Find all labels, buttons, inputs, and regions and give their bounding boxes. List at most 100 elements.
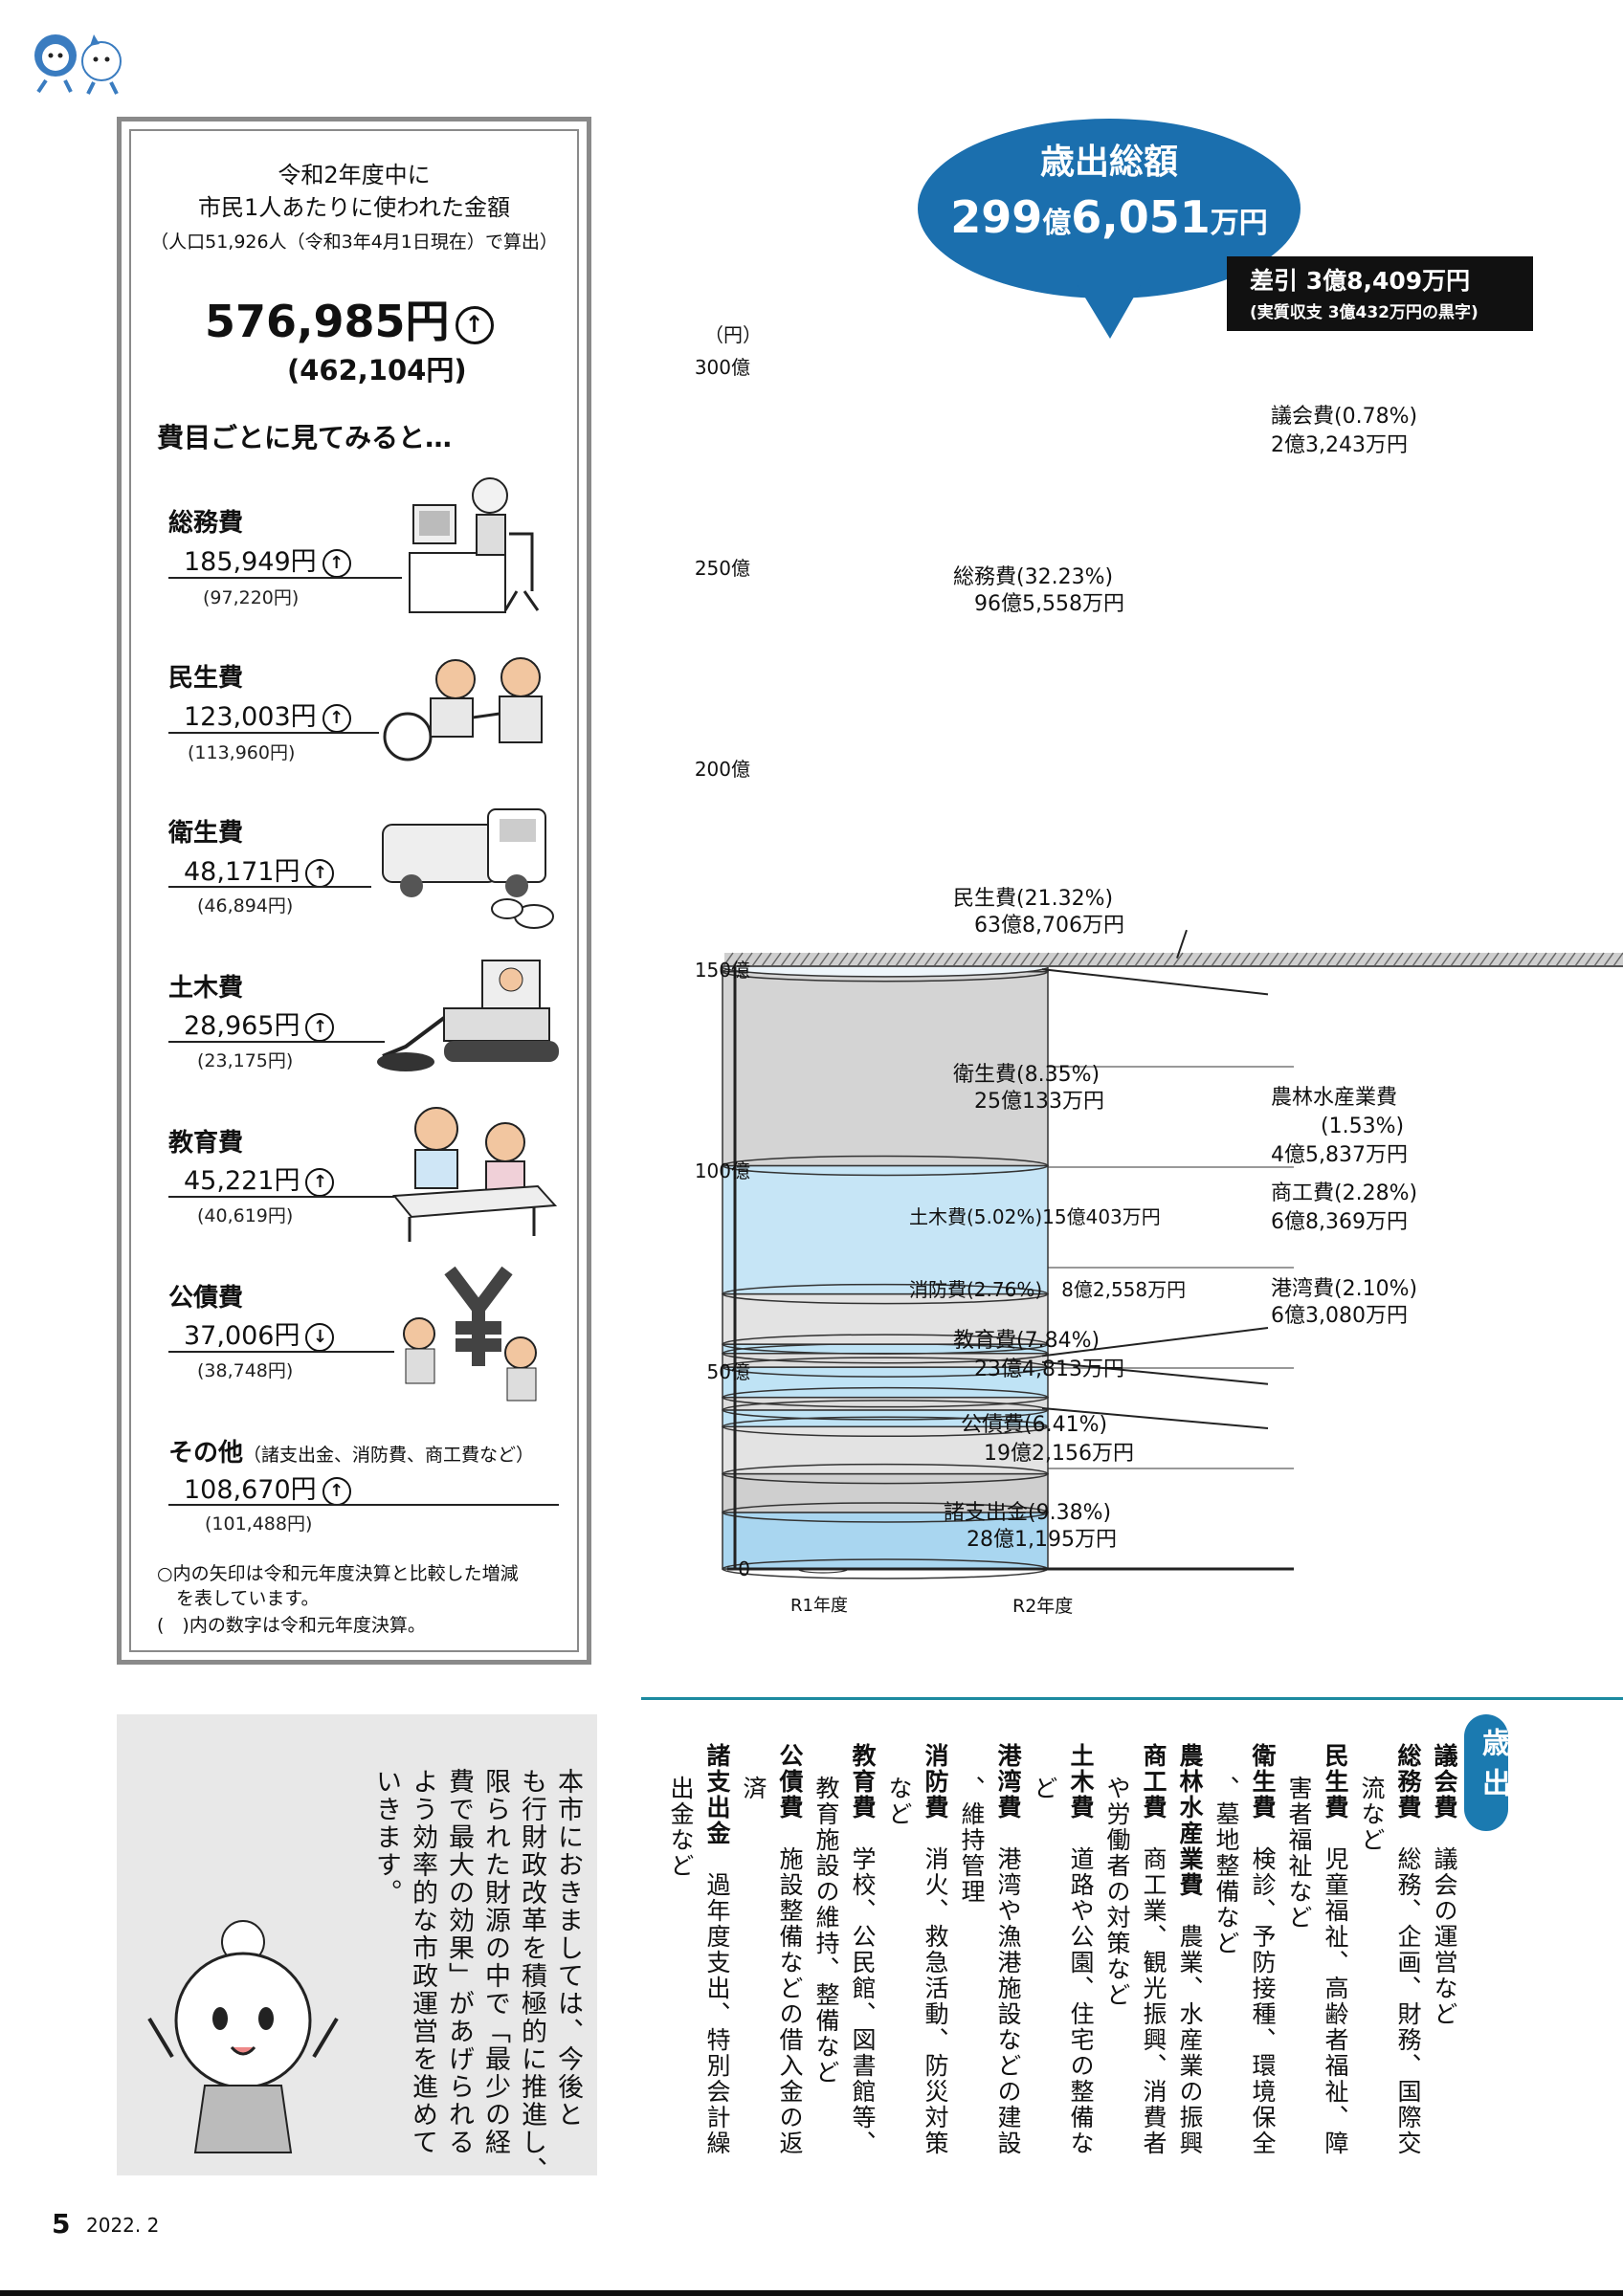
label-shoshi: 諸支出金(9.38%) (944, 1501, 1112, 1525)
cat-name-eisei: 衛生費 (168, 819, 244, 848)
r2-segment-edge (722, 1386, 1049, 1408)
bottom-rule (0, 2290, 1623, 2296)
hatch-stroke (885, 952, 897, 967)
y-unit-label: （円） (704, 323, 762, 346)
students-illustration (391, 1107, 558, 1242)
glossary-entry-continued: 、墓地整備など (1212, 1776, 1240, 1956)
hatch-stroke (1220, 952, 1232, 967)
hatch-stroke (1383, 952, 1394, 967)
hatch-stroke (876, 952, 887, 967)
hatch-stroke (1124, 952, 1136, 967)
label-kyoiku-amount: 23億4,813万円 (974, 1358, 1124, 1381)
subheading: 費目ごとに見てみると… (157, 422, 453, 453)
glossary-entry: 民生費 児童福祉、高齢者福祉、障 (1322, 1743, 1349, 2156)
message-col6: いきます。 (371, 1768, 401, 1907)
glossary-entry-continued: ど (1031, 1776, 1058, 1801)
hatch-stroke (1211, 952, 1222, 967)
label-somu: 総務費(32.23%) (953, 565, 1114, 589)
total-prev: (462,104円) (287, 354, 467, 386)
up-arrow-icon: ↑ (305, 1167, 335, 1197)
divider (168, 1196, 394, 1198)
label-kowan: 港湾費(2.10%) (1271, 1277, 1418, 1301)
r2-segment-edge (722, 1400, 1049, 1421)
hatch-stroke (866, 952, 878, 967)
cat-amount-somu: 185,949円↑ (184, 541, 351, 578)
label-doboku: 土木費(5.02%)15億403万円 (909, 1205, 1161, 1228)
hatch-stroke (1010, 952, 1021, 967)
x-label-r2: R2年度 (1012, 1596, 1074, 1617)
cat-prev-minsei: (113,960円) (188, 742, 296, 763)
cat-name-somu: 総務費 (168, 509, 244, 538)
office-worker-illustration (409, 477, 540, 613)
y-tick: 200億 (694, 758, 750, 781)
hatch-stroke (1201, 952, 1212, 967)
glossary-entry: 総務費 総務、企画、財務、国際交 (1394, 1743, 1422, 2156)
hatch-stroke (990, 952, 1002, 967)
hatch-stroke (971, 952, 983, 967)
label-eisei-amount: 25億133万円 (974, 1090, 1104, 1114)
hatch-stroke (1364, 952, 1375, 967)
up-arrow-icon: ↑ (322, 703, 351, 733)
hatch-stroke (1287, 952, 1299, 967)
hatch-stroke (1249, 952, 1260, 967)
note-1: ○内の矢印は令和元年度決算と比較した増減 (157, 1563, 519, 1584)
label-gikai: 議会費(0.78%) (1271, 405, 1418, 429)
r2-segment (722, 1292, 1049, 1345)
cat-amount-sonota: 108,670円↑ (184, 1468, 351, 1506)
hatch-stroke (723, 952, 734, 967)
hatch-stroke (1191, 952, 1203, 967)
glossary-term: 土木費 (1067, 1743, 1095, 1821)
y-tick: 50億 (706, 1360, 750, 1383)
cat-name-kyoiku: 教育費 (168, 1129, 244, 1158)
hatch-stroke (1412, 952, 1423, 967)
hatch-stroke (1392, 952, 1404, 967)
hatch-stroke (856, 952, 868, 967)
r2-segment-edge (722, 1334, 1049, 1355)
difference-line2: (実質収支 3億432万円の黒字) (1250, 303, 1478, 322)
label-norin-amount: 4億5,837万円 (1271, 1143, 1408, 1167)
label-minsei: 民生費(21.32%) (953, 887, 1114, 911)
hatch-stroke (1517, 952, 1528, 967)
r2-segment (722, 970, 1049, 1167)
label-leader-lines (1041, 929, 1269, 1429)
glossary-term: 衛生費 (1249, 1743, 1277, 1821)
glossary-entry-continued: 教育施設の維持、整備など (812, 1776, 840, 2086)
label-eisei: 衛生費(8.35%) (953, 1063, 1101, 1087)
hatch-stroke (904, 952, 916, 967)
label-shoshi-amount: 28億1,195万円 (967, 1528, 1117, 1552)
balloon-title: 歳出総額 (1039, 143, 1178, 182)
hatch-stroke (1603, 952, 1614, 967)
cat-prev-sonota: (101,488円) (205, 1513, 313, 1534)
label-shoko-amount: 6億8,369万円 (1271, 1210, 1408, 1234)
difference-line1: 差引 3億8,409万円 (1250, 267, 1471, 295)
difference-box: 差引 3億8,409万円 (実質収支 3億432万円の黒字) (1227, 256, 1533, 331)
divider (168, 1351, 394, 1353)
label-kosai-amount: 19億2,156万円 (984, 1442, 1134, 1466)
hatch-stroke (1507, 952, 1519, 967)
hatch-stroke (914, 952, 925, 967)
hatch-stroke (770, 952, 782, 967)
glossary-entry: 農林水産業費 農業、水産業の振興 (1176, 1743, 1204, 2156)
glossary-term: 教育費 (849, 1743, 877, 1821)
issue-date: 2022. 2 (86, 2214, 160, 2237)
hatch-stroke (1584, 952, 1595, 967)
r2-segment (722, 1164, 1049, 1295)
label-norin-pct: (1.53%) (1321, 1115, 1405, 1138)
hatch-stroke (1440, 952, 1452, 967)
debt-repayment-illustration (403, 1266, 537, 1402)
glossary-entry-continued: 出金など (667, 1776, 695, 1879)
divider (168, 732, 379, 734)
up-arrow-icon: ↑ (455, 305, 494, 344)
hatch-stroke (1345, 952, 1356, 967)
hatch-stroke (1105, 952, 1117, 967)
cat-name-minsei: 民生費 (168, 664, 244, 693)
hatch-stroke (1498, 952, 1509, 967)
glossary-term: 消防費 (922, 1743, 949, 1821)
hatch-band (724, 953, 1623, 966)
label-kowan-amount: 6億3,080万円 (1271, 1304, 1408, 1328)
hatch-stroke (1144, 952, 1155, 967)
y-tick: 300億 (694, 356, 750, 379)
x-label-r1: R1年度 (790, 1596, 848, 1616)
glossary-term: 議会費 (1431, 1743, 1458, 1821)
glossary-entry-continued: 、維持管理 (958, 1776, 986, 1905)
